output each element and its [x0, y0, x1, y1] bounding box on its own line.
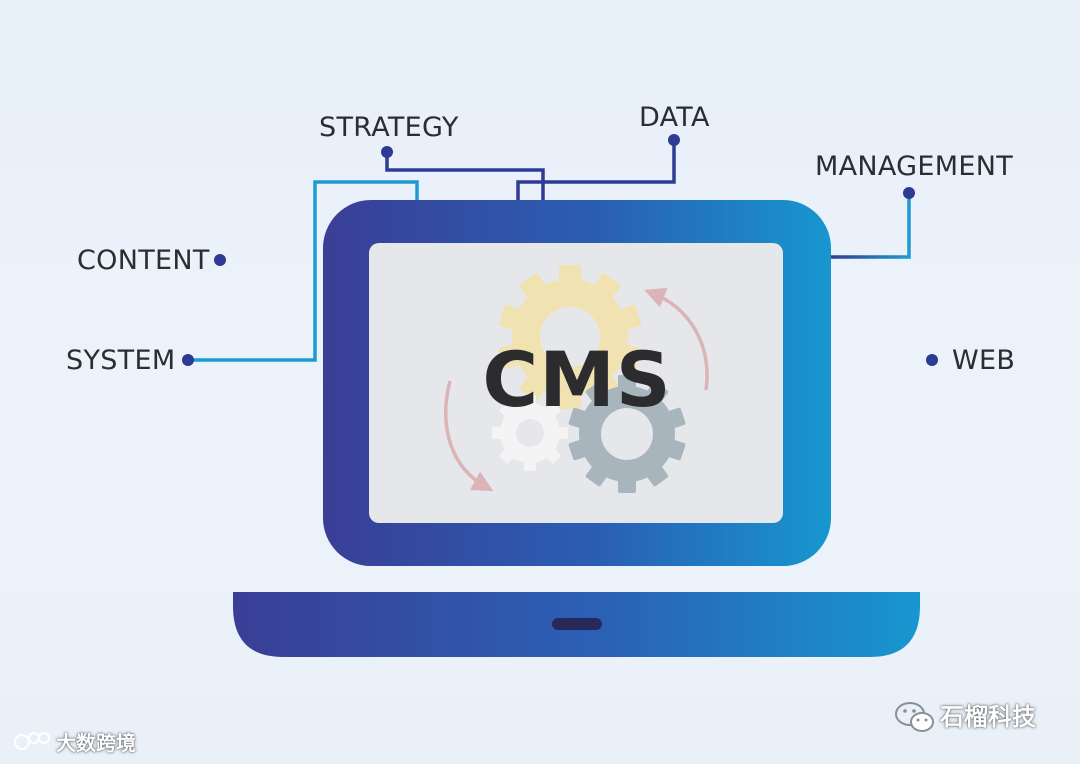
center-label: CMS: [472, 342, 682, 418]
dot-strategy: [381, 146, 393, 158]
watermark-left: 大数跨境: [56, 733, 136, 753]
watermark-left-logo-icon: [15, 733, 49, 749]
dot-web: [926, 354, 938, 366]
dot-content: [214, 254, 226, 266]
wechat-icon: [896, 703, 933, 731]
node-label-content: CONTENT: [77, 247, 210, 274]
node-label-management: MANAGEMENT: [815, 153, 1013, 180]
laptop-base-notch: [552, 618, 602, 630]
watermark-right: 石榴科技: [940, 705, 1036, 729]
node-label-strategy: STRATEGY: [319, 114, 459, 141]
dot-system: [182, 354, 194, 366]
dot-data: [668, 134, 680, 146]
connector-management: [828, 194, 909, 257]
node-label-web: WEB: [952, 347, 1015, 374]
node-label-system: SYSTEM: [66, 347, 175, 374]
dot-management: [903, 187, 915, 199]
node-label-data: DATA: [639, 104, 710, 131]
